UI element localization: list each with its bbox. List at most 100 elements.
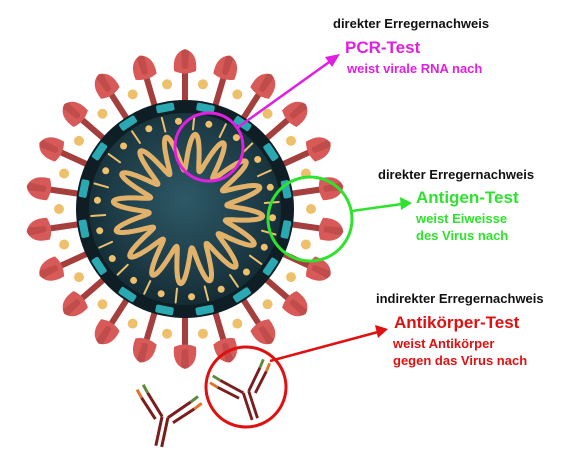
surface-dot xyxy=(262,299,273,310)
core-dot xyxy=(93,196,101,204)
membrane-protein xyxy=(156,102,175,114)
surface-dot xyxy=(59,168,70,179)
spike-head xyxy=(39,137,65,162)
core-tick xyxy=(218,123,227,138)
spike-head xyxy=(250,319,276,345)
surface-dot xyxy=(162,79,173,90)
spike-head xyxy=(62,291,88,317)
pcr-arrow xyxy=(236,58,333,130)
spike-head xyxy=(132,55,157,80)
surface-dot xyxy=(127,318,138,329)
spike-head xyxy=(132,338,157,363)
core-tick xyxy=(107,153,122,164)
antibody-test-title: Antikörper-Test xyxy=(394,313,520,332)
membrane-protein xyxy=(155,304,174,316)
core-tick xyxy=(90,213,107,217)
pcr-arrowhead xyxy=(325,54,340,67)
surface-dot xyxy=(197,328,208,339)
surface-dot xyxy=(300,239,311,250)
core-tick xyxy=(131,130,141,144)
membrane-protein xyxy=(91,142,108,161)
spike-head xyxy=(39,256,65,281)
core-dot xyxy=(96,227,104,235)
surface-dot xyxy=(74,135,85,146)
spike-head xyxy=(250,73,276,99)
spike-head xyxy=(26,177,52,201)
core-tick xyxy=(174,287,179,304)
core-dot xyxy=(242,268,250,276)
membrane-protein xyxy=(232,287,251,303)
core-dot xyxy=(130,276,138,284)
surface-dot xyxy=(74,272,85,283)
rna-strand xyxy=(110,131,266,287)
membrane-protein xyxy=(118,286,137,303)
surface-dot xyxy=(59,239,70,250)
core-dot xyxy=(254,155,262,163)
core-dot xyxy=(108,255,116,263)
spike-head xyxy=(173,49,197,74)
core-dot xyxy=(120,142,128,150)
core-tick xyxy=(143,280,152,295)
antibody-category-label: indirekter Erregernachweis xyxy=(376,291,544,306)
core-dot xyxy=(266,183,274,191)
core-tick xyxy=(93,182,109,189)
surface-dot xyxy=(97,108,108,119)
membrane-protein xyxy=(78,219,90,238)
surface-dot xyxy=(285,135,296,146)
surface-dot xyxy=(197,79,208,90)
spike-head xyxy=(318,217,344,241)
pcr-category-label: direkter Erregernachweis xyxy=(333,16,490,31)
spike-head xyxy=(282,101,308,127)
antibody-icon xyxy=(135,384,203,448)
pcr-test-title: PCR-Test xyxy=(345,38,421,57)
surface-dot xyxy=(54,204,64,214)
core-tick xyxy=(116,263,129,276)
surface-dot xyxy=(97,299,108,310)
antigen-test-description: weist Eiweisse des Virus nach xyxy=(416,211,509,243)
core-tick xyxy=(160,116,167,133)
membrane-protein xyxy=(91,256,107,275)
core-dot xyxy=(232,134,240,142)
membrane-protein xyxy=(195,304,214,316)
core-dot xyxy=(174,117,182,125)
core-tick xyxy=(98,240,114,249)
spike-head xyxy=(282,291,308,317)
spike-head xyxy=(213,55,238,80)
spike-head xyxy=(173,344,197,369)
surface-dot xyxy=(232,318,243,329)
antigen-test-title: Antigen-Test xyxy=(416,188,519,207)
core-tick xyxy=(256,169,272,178)
surface-dot xyxy=(262,108,273,119)
spike-proteins xyxy=(26,49,344,369)
core-dot xyxy=(157,290,165,298)
membrane-protein xyxy=(119,115,138,131)
antibody-test-description: weist Antikörper gegen das Virus nach xyxy=(393,336,528,368)
core-tick xyxy=(203,285,210,302)
spike-head xyxy=(94,319,120,345)
pcr-test-description: weist virale RNA nach xyxy=(347,61,483,76)
virus-illustration xyxy=(26,49,344,369)
membrane-protein xyxy=(196,102,215,114)
spike-head xyxy=(26,217,52,241)
antigen-arrowhead xyxy=(400,197,412,210)
core-dot xyxy=(188,293,196,301)
membrane-dots xyxy=(90,114,280,304)
surface-dot xyxy=(127,89,138,100)
spike-head xyxy=(62,101,88,127)
surface-dot xyxy=(285,272,296,283)
core-tick xyxy=(229,274,239,288)
antibody-arrow xyxy=(269,330,379,363)
surface-dot xyxy=(306,204,316,214)
antigen-highlight-circle xyxy=(266,175,354,263)
antibody-icon xyxy=(209,358,271,421)
antibody-arrowhead xyxy=(375,325,388,338)
membrane-protein xyxy=(262,257,279,276)
core-dot xyxy=(102,167,110,175)
pcr-highlight-circle xyxy=(173,111,245,183)
antigen-arrow xyxy=(351,202,403,213)
core-dot xyxy=(145,125,153,133)
core-dot xyxy=(217,285,225,293)
membrane-protein xyxy=(263,143,279,162)
membrane-protein xyxy=(280,220,292,239)
